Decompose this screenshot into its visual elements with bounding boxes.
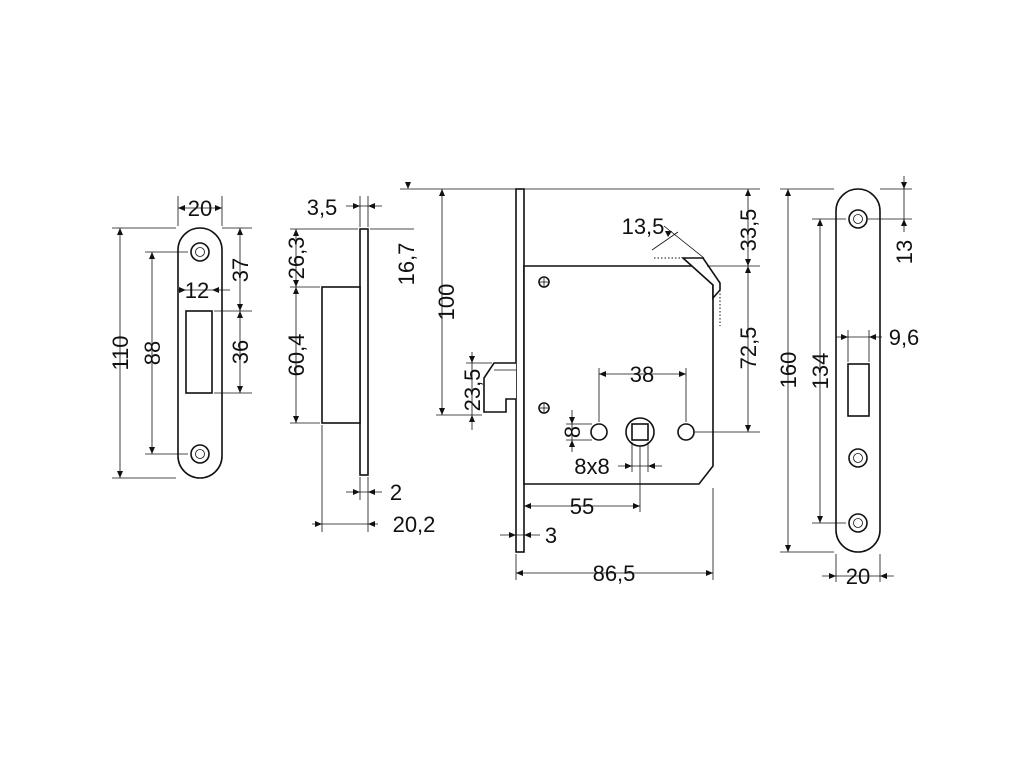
striker-slot-offset-label: 37: [228, 258, 253, 282]
side-thickness-label: 2: [390, 480, 402, 505]
striker-dimensions: 20 110 88 12 37 36: [108, 196, 253, 479]
side-depth-label: 20,2: [393, 512, 436, 537]
arrowheads: [117, 182, 907, 579]
faceplate-hole-spacing-label: 134: [808, 353, 833, 390]
lock-body: [483, 188, 721, 553]
side-view-dimensions: 3,5 26,3 16,7 60,4 2 20,2: [284, 195, 435, 537]
striker-height-label: 110: [108, 335, 133, 370]
hole-spacing-label: 38: [630, 362, 654, 387]
bolt-top-label: 33,5: [736, 209, 761, 252]
faceplate-top-offset-label: 13: [892, 240, 917, 264]
body-to-center-label: 72,5: [736, 327, 761, 370]
faceplate-width-label: 20: [846, 564, 870, 589]
faceplate-slot-width-label: 9,6: [889, 325, 920, 350]
side-latch-height-label: 60,4: [284, 334, 309, 377]
backset-label: 55: [570, 494, 594, 519]
striker-width-label: 20: [188, 196, 212, 221]
hole-diameter-label: 8: [560, 426, 585, 438]
spindle-size-label: 8x8: [574, 454, 609, 479]
faceplate-dimensions: 160 134 13 9,6 20: [776, 176, 919, 589]
faceplate: [835, 188, 881, 553]
side-plate-thickness-label: 3,5: [307, 195, 338, 220]
body-height-label: 100: [434, 284, 459, 321]
striker-hole-spacing-label: 88: [140, 341, 165, 365]
bolt-width-label: 13,5: [622, 214, 665, 239]
side-view: [321, 228, 369, 476]
side-top-offset-label: 26,3: [284, 237, 309, 280]
faceplate-thickness-label: 3: [545, 523, 557, 548]
striker-plate: [177, 227, 223, 479]
latch-height-label: 23,5: [460, 369, 485, 412]
striker-slot-height-label: 36: [228, 340, 253, 364]
side-latch-offset-label: 16,7: [394, 243, 419, 286]
striker-slot-width-label: 12: [185, 278, 209, 303]
faceplate-height-label: 160: [776, 352, 801, 389]
body-width-label: 86,5: [593, 561, 636, 586]
